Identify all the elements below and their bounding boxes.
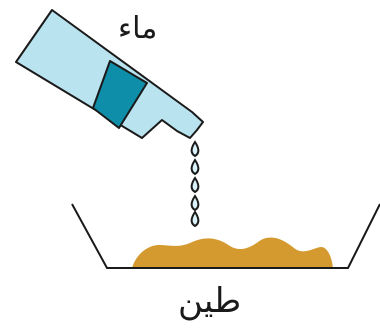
mud-icon (132, 238, 333, 268)
water-drop-icon (192, 160, 199, 174)
water-drop-icon (192, 142, 199, 156)
water-drop-icon (192, 212, 199, 226)
water-label: ماء (118, 14, 157, 44)
water-drop-icon (192, 196, 199, 210)
mud-label: طين (178, 284, 241, 318)
water-drops (192, 142, 199, 226)
water-drop-icon (192, 178, 199, 192)
bottle-icon (16, 10, 203, 138)
